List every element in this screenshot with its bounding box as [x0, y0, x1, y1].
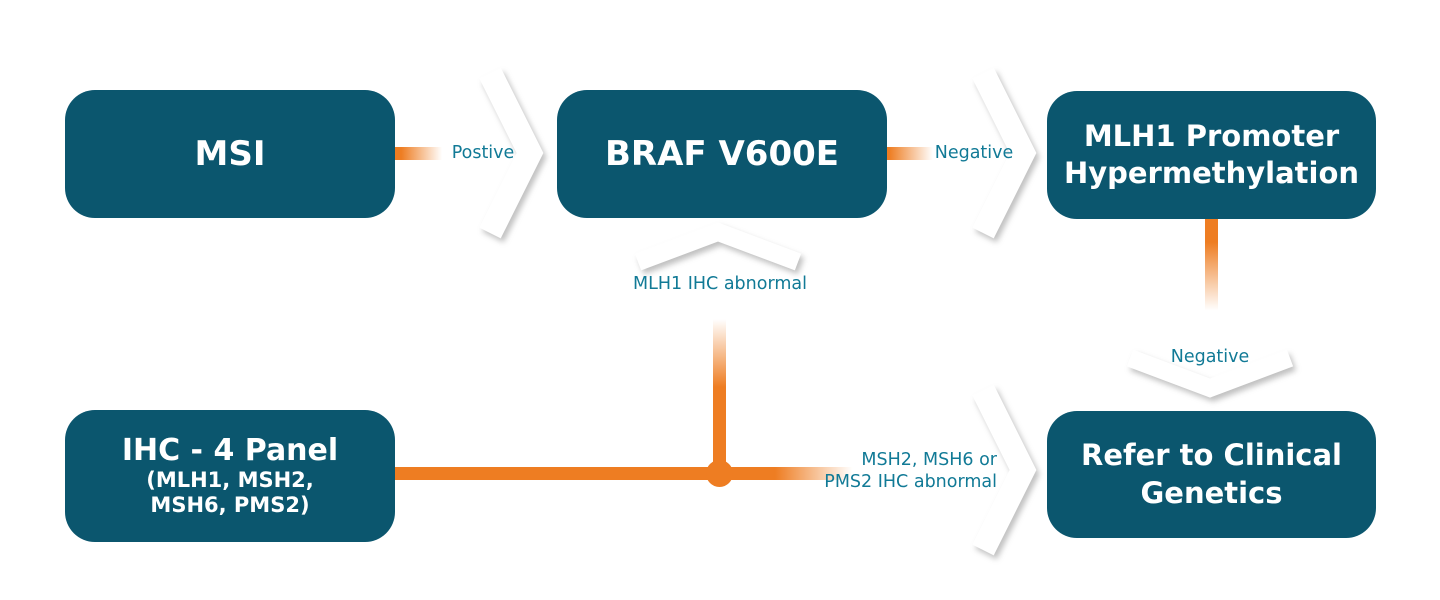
edge-label-negative-right: Negative: [1170, 347, 1250, 368]
node-mlh1-label: MLH1 Promoter Hypermethylation: [1063, 118, 1360, 190]
connector-line-ihc-to-junction: [370, 467, 720, 480]
node-braf-label: BRAF V600E: [605, 134, 839, 174]
chevron-right-icon: [972, 384, 1037, 556]
chevron-down-icon: [1126, 349, 1294, 398]
connector-dot-junction: [706, 460, 733, 487]
node-braf-v600e: BRAF V600E: [557, 90, 887, 218]
edge-label-negative-top: Negative: [934, 143, 1014, 164]
chevron-right-icon: [479, 67, 544, 239]
edge-label-msh2-msh6-pms2-abnormal: MSH2, MSH6 or PMS2 IHC abnormal: [824, 450, 997, 492]
connector-line-junction-to-refer: [720, 467, 858, 480]
edge-label-positive: Postive: [451, 143, 515, 164]
node-refer-to-clinical-genetics: Refer to Clinical Genetics: [1047, 411, 1376, 538]
edge-label-mlh1-ihc-abnormal: MLH1 IHC abnormal: [633, 274, 807, 295]
node-ihc-subtitle: (MLH1, MSH2, MSH6, PMS2): [146, 468, 314, 518]
node-msi-label: MSI: [194, 134, 266, 174]
node-ihc-4-panel: IHC - 4 Panel (MLH1, MSH2, MSH6, PMS2): [65, 410, 395, 542]
chevron-up-icon: [634, 222, 802, 271]
node-ihc-title: IHC - 4 Panel: [121, 432, 339, 468]
node-mlh1-promoter-hypermethylation: MLH1 Promoter Hypermethylation: [1047, 91, 1376, 219]
chevron-right-icon: [972, 67, 1037, 239]
node-refer-label: Refer to Clinical Genetics: [1080, 438, 1342, 510]
node-msi: MSI: [65, 90, 395, 218]
connector-line-mlh1-down: [1205, 203, 1218, 315]
connector-line-braf-junction: [713, 316, 726, 474]
